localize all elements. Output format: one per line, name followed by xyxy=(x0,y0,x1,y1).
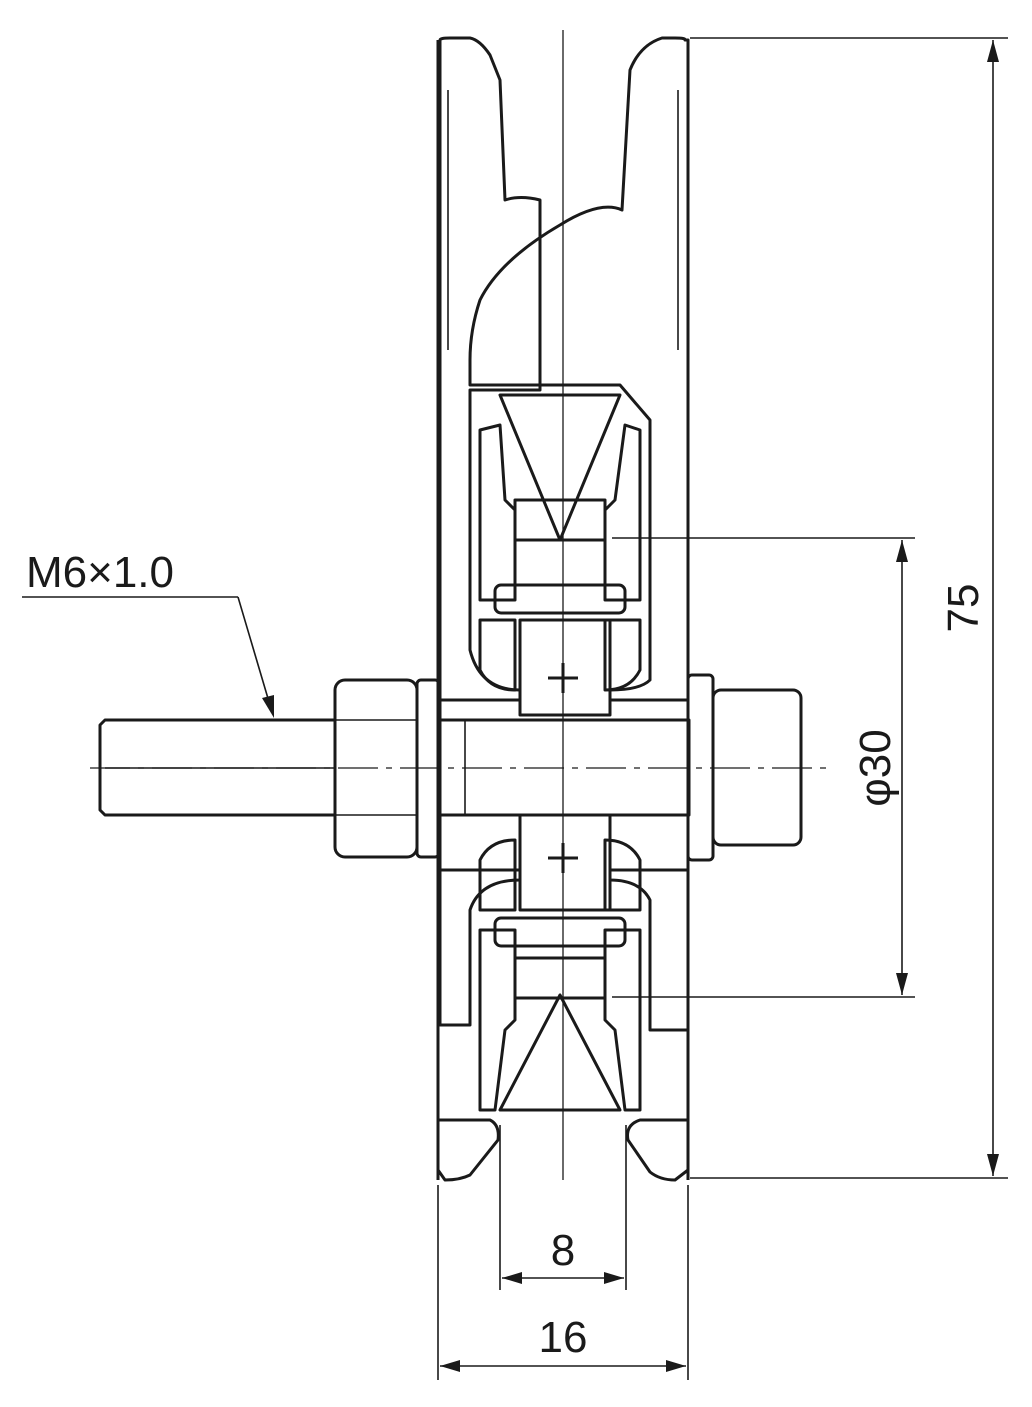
left-flange xyxy=(436,36,542,1027)
right-flange xyxy=(468,36,690,702)
upper-bearing xyxy=(478,393,642,717)
dimension-groove-width xyxy=(499,1125,627,1290)
dim-height-label: 75 xyxy=(939,584,988,633)
bottom-rim-left xyxy=(436,1118,500,1182)
thread-callout-leader xyxy=(22,596,274,718)
lower-bearing xyxy=(478,813,642,1112)
dim-bore-label: φ30 xyxy=(851,729,900,806)
wheel-body xyxy=(436,36,690,1182)
dimension-height xyxy=(690,37,1008,1179)
dim-total-width-label: 16 xyxy=(539,1313,588,1362)
thread-label: M6×1.0 xyxy=(26,548,174,597)
centerlines xyxy=(90,30,830,1180)
dim-groove-width-label: 8 xyxy=(551,1226,575,1275)
dimension-bore xyxy=(612,537,915,998)
dimension-total-width xyxy=(437,1185,689,1380)
bottom-rim-right xyxy=(626,1118,690,1182)
